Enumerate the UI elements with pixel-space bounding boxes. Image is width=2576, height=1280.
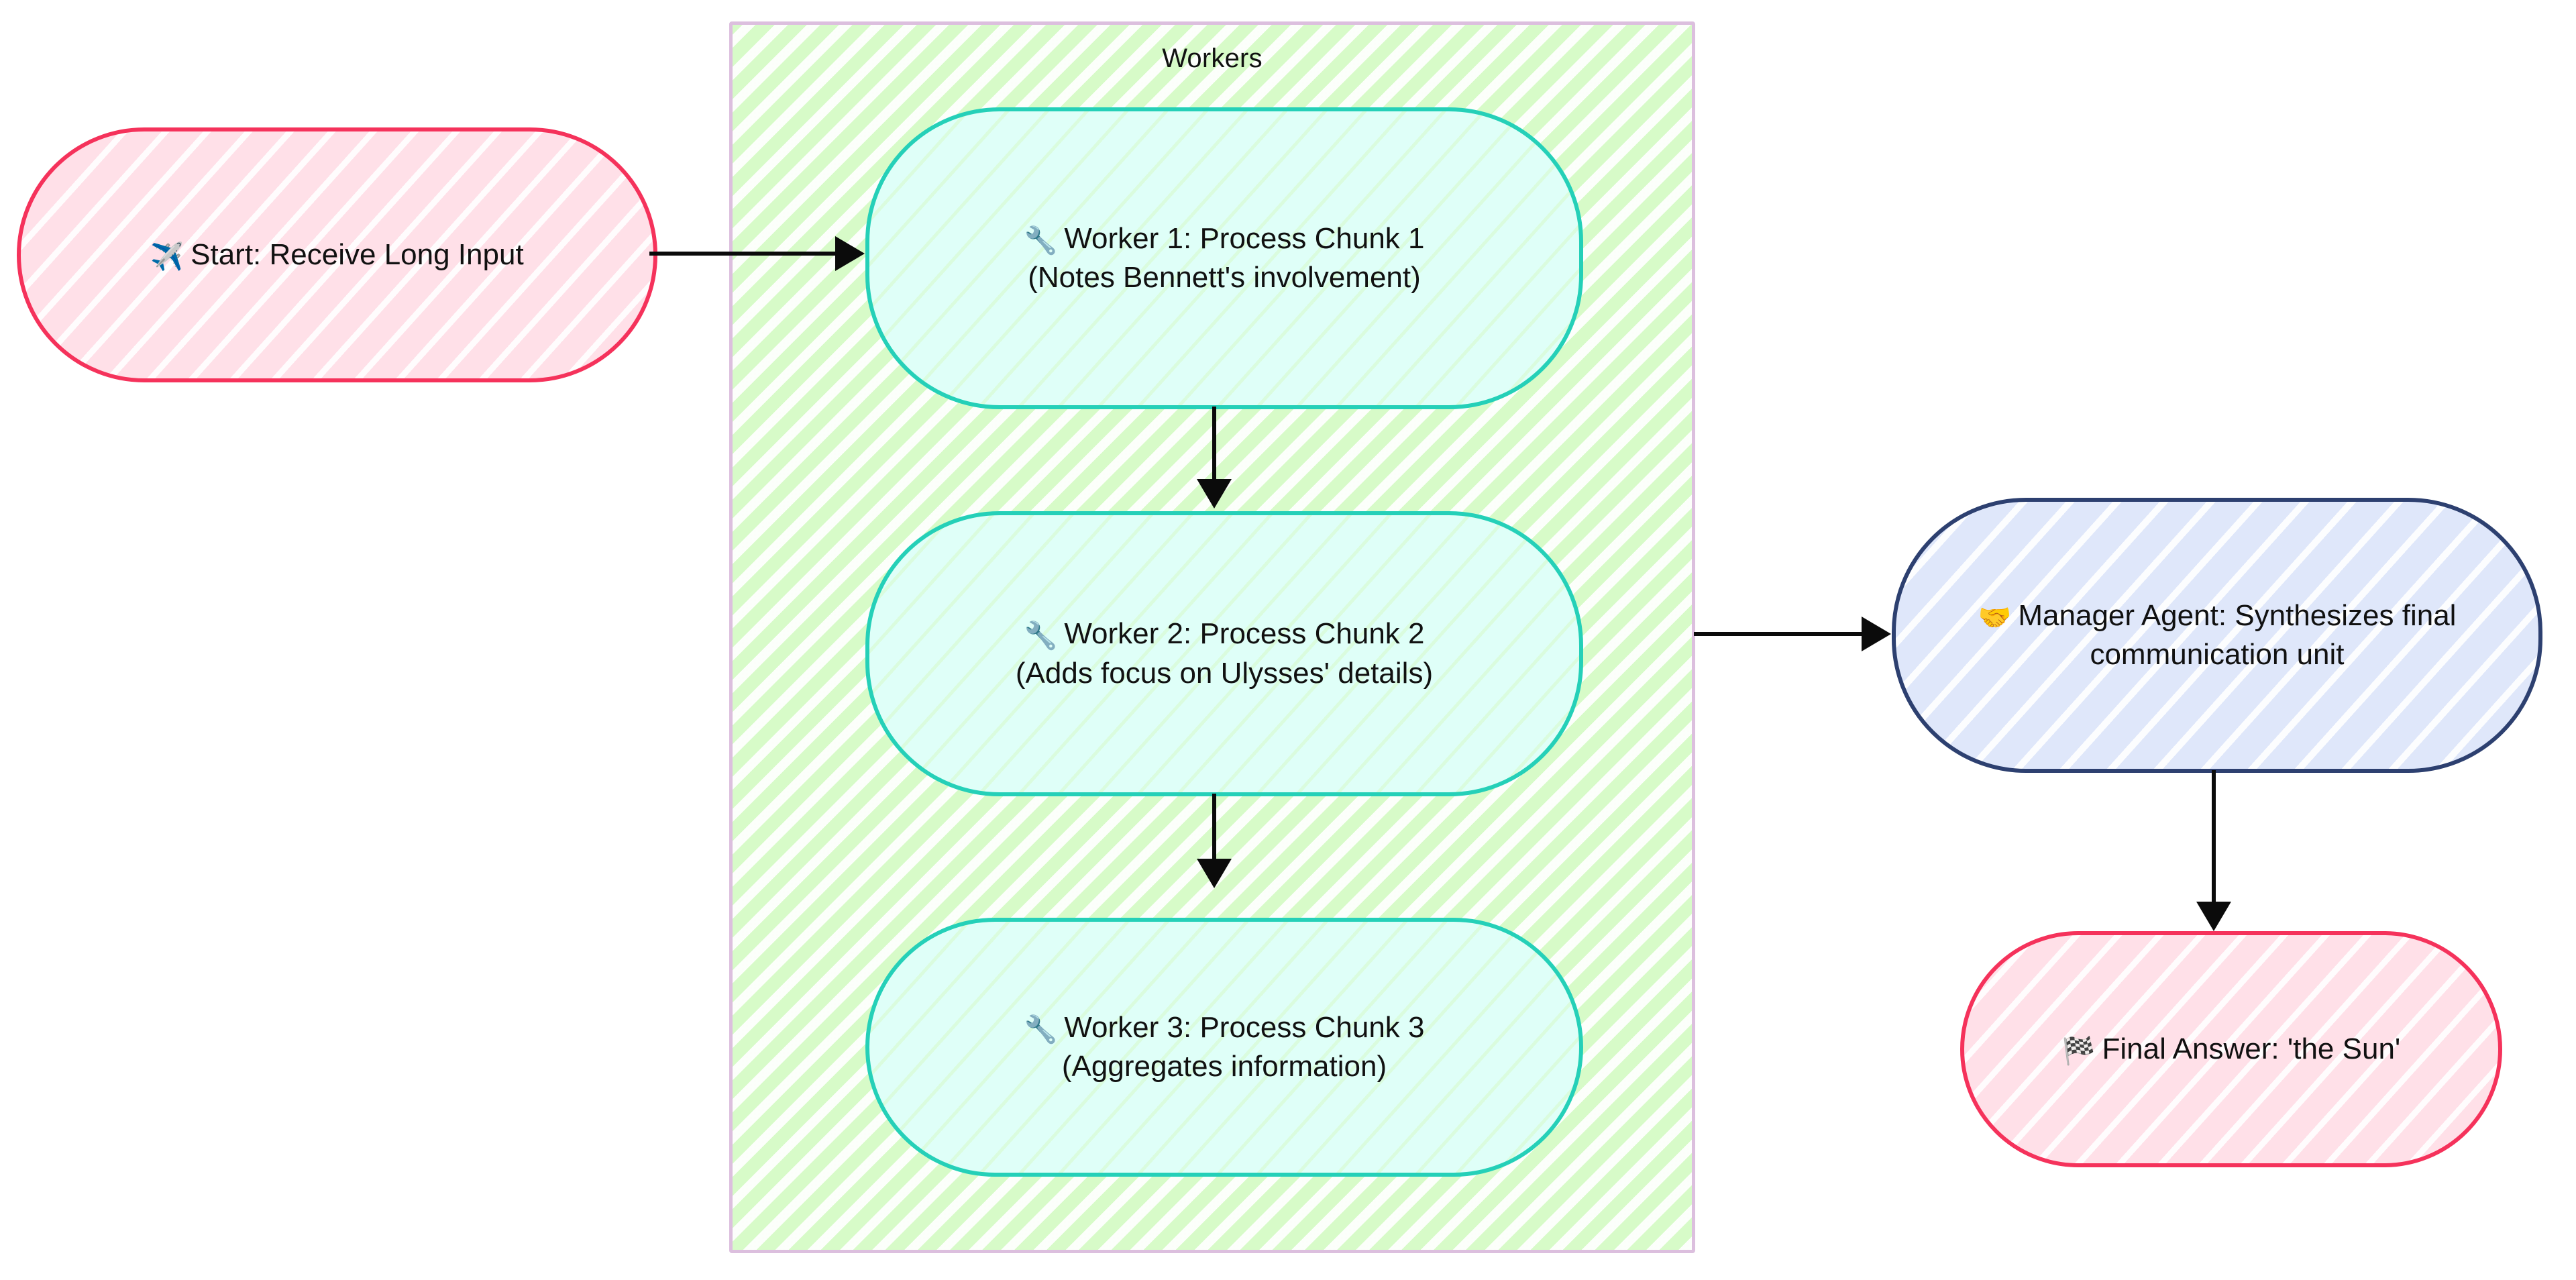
chequered-flag-icon: 🏁 [2061,1036,2096,1066]
arrowhead-icon [2196,902,2231,931]
subgraph-workers-label: Workers [1162,44,1263,73]
node-final-answer-line1: 🏁Final Answer: 'the Sun' [2062,1030,2401,1069]
edge-line [2212,770,2216,904]
node-manager-agent[interactable]: 🤝Manager Agent: Synthesizes final commun… [1892,498,2542,773]
node-worker-1-line2: (Notes Bennett's involvement) [1028,261,1421,295]
node-worker-1-line1: 🔧Worker 1: Process Chunk 1 [1024,219,1425,259]
node-worker-2-text: Worker 2: Process Chunk 2 [1064,617,1425,651]
node-start-line1: ✈️Start: Receive Long Input [150,235,523,275]
node-worker-3-line1: 🔧Worker 3: Process Chunk 3 [1024,1008,1425,1048]
node-worker-3-text: Worker 3: Process Chunk 3 [1064,1010,1425,1044]
node-manager-agent-text: Manager Agent: Synthesizes final [2018,598,2457,632]
node-manager-agent-line1: 🤝Manager Agent: Synthesizes final [1978,596,2457,636]
node-start-text: Start: Receive Long Input [191,237,524,271]
node-worker-3[interactable]: 🔧Worker 3: Process Chunk 3 (Aggregates i… [865,918,1583,1177]
arrowhead-icon [1862,617,1891,651]
node-worker-2-line1: 🔧Worker 2: Process Chunk 2 [1024,615,1425,654]
node-final-answer-text: Final Answer: 'the Sun' [2102,1032,2401,1065]
handshake-icon: 🤝 [1978,602,2012,633]
node-worker-1[interactable]: 🔧Worker 1: Process Chunk 1 (Notes Bennet… [865,107,1583,409]
node-worker-2[interactable]: 🔧Worker 2: Process Chunk 2 (Adds focus o… [865,511,1583,796]
edge-line [1694,632,1867,636]
wrench-icon: 🔧 [1024,225,1058,256]
airplane-icon: ✈️ [150,242,184,272]
wrench-icon: 🔧 [1024,1014,1058,1045]
node-worker-1-text: Worker 1: Process Chunk 1 [1064,221,1425,255]
node-final-answer[interactable]: 🏁Final Answer: 'the Sun' [1960,931,2502,1167]
node-worker-2-line2: (Adds focus on Ulysses' details) [1015,656,1434,690]
wrench-icon: 🔧 [1024,621,1058,651]
node-manager-agent-line2: communication unit [2090,638,2345,672]
node-worker-3-line2: (Aggregates information) [1061,1050,1387,1083]
node-start[interactable]: ✈️Start: Receive Long Input [17,127,657,382]
